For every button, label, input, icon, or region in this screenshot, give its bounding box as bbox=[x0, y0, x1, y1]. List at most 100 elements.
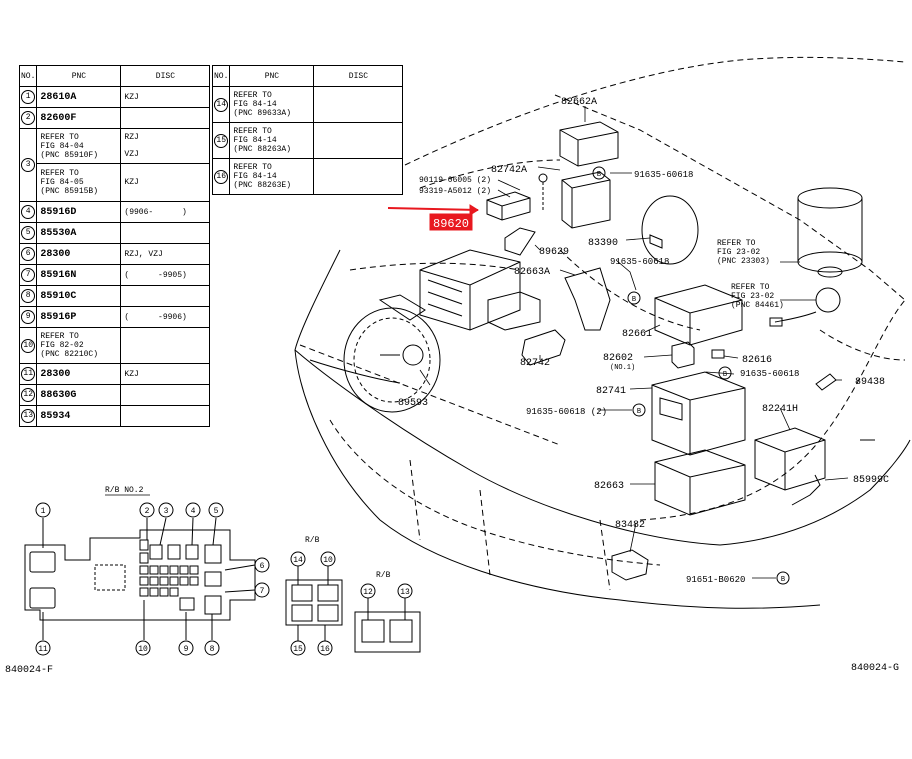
bolt-icon bbox=[632, 403, 646, 417]
ref-text: FIG 23-02 bbox=[717, 248, 760, 257]
leader-lines bbox=[419, 106, 849, 579]
bracket-89629 bbox=[504, 227, 536, 256]
sensor-89438 bbox=[815, 373, 837, 391]
ref-line: (PNC 85910F) bbox=[40, 150, 99, 160]
disc-line: VZJ bbox=[124, 150, 139, 159]
relay-block-82241H bbox=[754, 427, 826, 491]
bolt-markers bbox=[592, 166, 790, 585]
callout-number: 11 bbox=[21, 367, 36, 381]
relay-82602 bbox=[671, 341, 725, 369]
part-label-82602-no: (NO.1) bbox=[610, 364, 635, 372]
detail-title-rb-no2: R/B NO.2 bbox=[105, 486, 144, 495]
part-label-89438: 89438 bbox=[855, 377, 885, 388]
relay-82742A bbox=[538, 171, 611, 229]
part-label-89620: 89620 bbox=[433, 217, 469, 231]
part-label-82662A: 82662A bbox=[561, 97, 597, 108]
callout-number: 1 bbox=[21, 90, 36, 104]
part-label-91635-60618: 91635-60618 bbox=[610, 257, 669, 267]
callout-number: 2 bbox=[21, 111, 36, 125]
ref-line: FIG 84-04 bbox=[40, 141, 84, 151]
part-label-91635-60618-2: 91635-60618 (2) bbox=[526, 407, 607, 417]
rb-detail-b bbox=[354, 598, 421, 653]
bolt-label: B bbox=[637, 408, 641, 416]
callout-number: 8 bbox=[21, 289, 36, 303]
ref-line: (PNC 88263E) bbox=[233, 181, 292, 190]
bolt-icon bbox=[718, 366, 732, 380]
disc-line: RZJ bbox=[124, 133, 139, 142]
part-label-82741: 82741 bbox=[596, 386, 626, 397]
part-label-91635-60618: 91635-60618 bbox=[740, 369, 799, 379]
bolt-label: B bbox=[597, 171, 601, 179]
ref-line: (PNC 88263A) bbox=[233, 145, 292, 154]
callout-number: 14 bbox=[214, 97, 229, 112]
sensor-83390 bbox=[641, 195, 699, 265]
ref-line: REFER TO bbox=[40, 169, 79, 178]
bracket-82663A bbox=[564, 267, 611, 331]
ref-line: REFER TO bbox=[233, 163, 272, 172]
figure-code-left: 840024-F bbox=[5, 665, 53, 676]
part-label-82602: 82602 bbox=[603, 353, 633, 364]
callout-number: 4 bbox=[21, 205, 36, 219]
relay-83482 bbox=[611, 549, 649, 581]
vehicle-outline bbox=[294, 56, 911, 609]
callout-number: 10 bbox=[323, 556, 333, 565]
ref-text: (PNC 84461) bbox=[731, 301, 784, 310]
lower-box-82663 bbox=[654, 449, 746, 516]
part-label-83482: 83482 bbox=[615, 520, 645, 531]
ref-line: REFER TO bbox=[40, 332, 79, 341]
callout-number: 12 bbox=[363, 588, 373, 597]
detail-title-rb: R/B bbox=[305, 536, 320, 545]
rb-no2-detail bbox=[24, 517, 256, 640]
rb-detail-a bbox=[285, 566, 343, 641]
ref-line: FIG 84-05 bbox=[40, 178, 84, 187]
part-label-82742A: 82742A bbox=[491, 165, 527, 176]
relay-82742 bbox=[487, 291, 566, 366]
disc-value bbox=[313, 158, 404, 195]
headlight bbox=[343, 307, 441, 413]
ref-line: REFER TO bbox=[233, 127, 272, 136]
ref-line: FIG 84-14 bbox=[233, 100, 277, 109]
cover-82662A bbox=[559, 121, 619, 167]
callout-number: 16 bbox=[214, 169, 229, 184]
callout-number: 13 bbox=[400, 588, 410, 597]
bolt-icon bbox=[627, 291, 641, 305]
ref-line: FIG 84-14 bbox=[233, 136, 277, 145]
fuel-filter bbox=[797, 187, 863, 278]
callout-number: 15 bbox=[293, 645, 303, 654]
callout-number: 7 bbox=[21, 268, 36, 282]
callout-number: 6 bbox=[260, 562, 265, 571]
ref-line: (PNC 89633A) bbox=[233, 109, 292, 118]
part-label-83390: 83390 bbox=[588, 238, 618, 249]
part-label-82661: 82661 bbox=[622, 329, 652, 340]
callout-number: 9 bbox=[184, 645, 189, 654]
ref-line: (PNC 85915B) bbox=[40, 187, 99, 196]
part-label-82742: 82742 bbox=[520, 358, 550, 369]
callout-number: 9 bbox=[21, 310, 36, 324]
callout-number: 7 bbox=[260, 587, 265, 596]
pnc-table-left: NO. PNC DISC 1 28610A KZJ 2 82600F 3 REF… bbox=[18, 65, 211, 427]
callout-number: 4 bbox=[191, 507, 196, 516]
part-label-85999C: 85999C bbox=[853, 475, 889, 486]
ref-text: REFER TO bbox=[731, 283, 770, 292]
part-label-90119-06005: 90119-06005 (2) bbox=[419, 176, 491, 185]
bolt-label: B bbox=[781, 576, 785, 584]
figure-code-right: 840024-G bbox=[851, 663, 899, 674]
fusebox-cover-82661 bbox=[654, 284, 743, 346]
module-89620 bbox=[486, 191, 531, 221]
ref-line: (PNC 82210C) bbox=[40, 350, 99, 359]
junction-block-82741 bbox=[651, 371, 746, 456]
part-label-82663A: 82663A bbox=[514, 267, 550, 278]
part-label-82241H: 82241H bbox=[762, 404, 798, 415]
ref-line: FIG 84-14 bbox=[233, 172, 277, 181]
part-label-93319-A5012: 93319-A5012 (2) bbox=[419, 187, 491, 196]
part-label-91651-B0620: 91651-B0620 bbox=[686, 575, 745, 585]
disc-value bbox=[313, 122, 404, 159]
callout-number: 10 bbox=[21, 338, 36, 353]
callout-number: 14 bbox=[293, 556, 303, 565]
callout-circles bbox=[35, 502, 413, 656]
disc-value bbox=[120, 327, 211, 364]
part-label-82663: 82663 bbox=[594, 481, 624, 492]
bolt-icon bbox=[592, 166, 606, 180]
